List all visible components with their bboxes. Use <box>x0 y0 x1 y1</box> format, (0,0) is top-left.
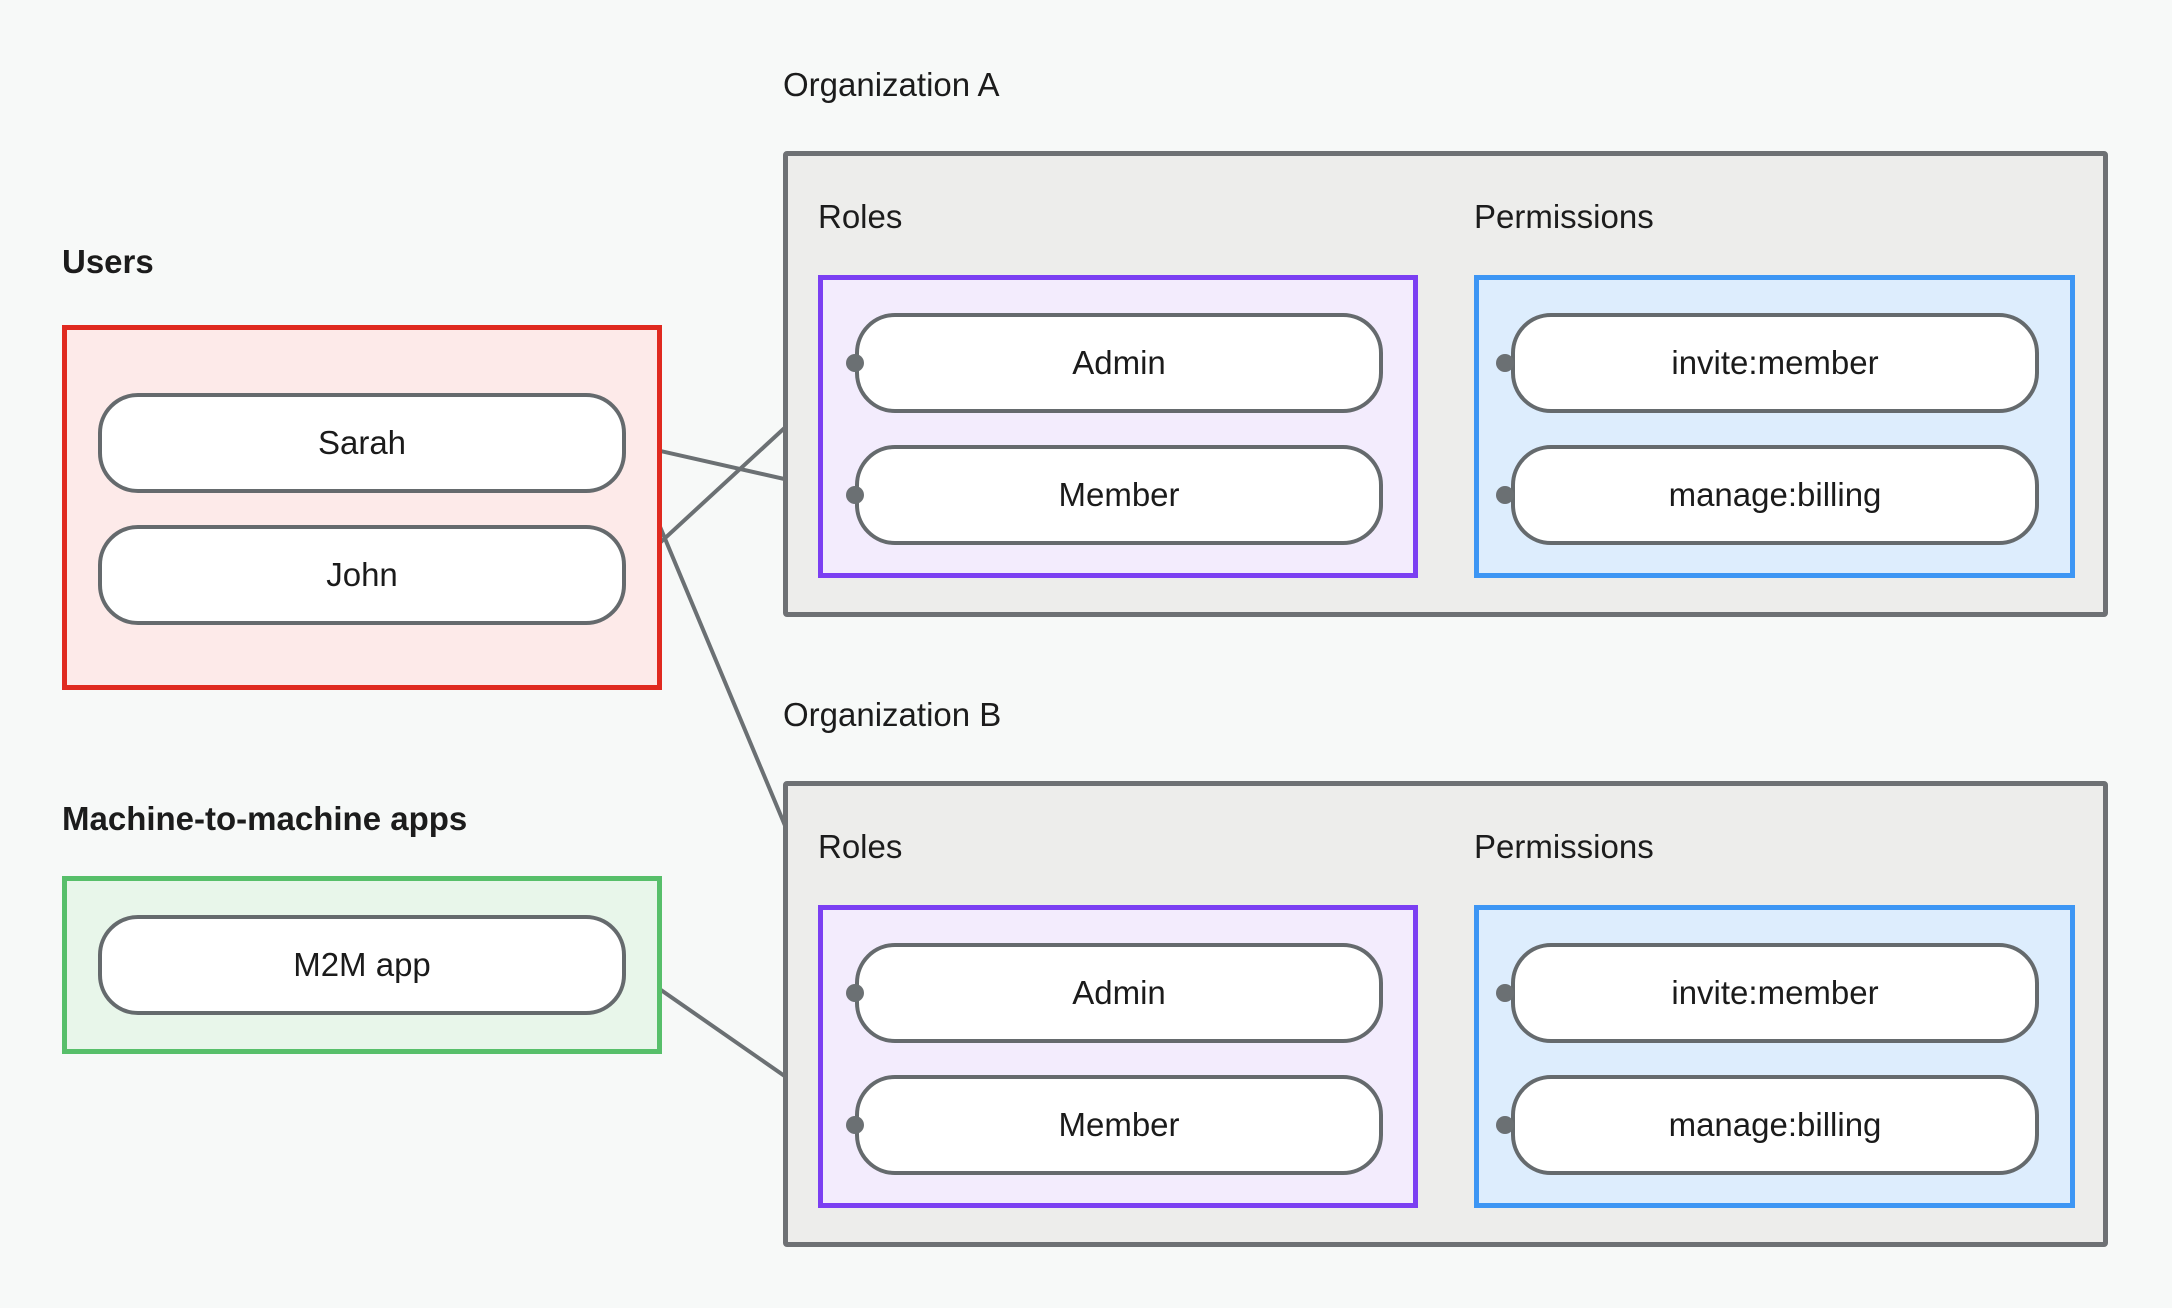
connector-dot-org-a-invite-member-in <box>1496 354 1514 372</box>
org-b-role-admin[interactable]: Admin <box>855 943 1383 1043</box>
org-a-role-admin[interactable]: Admin <box>855 313 1383 413</box>
user-node-sarah[interactable]: Sarah <box>98 393 626 493</box>
connector-dot-org-a-member-in <box>846 486 864 504</box>
org-b-permission-manage-billing[interactable]: manage:billing <box>1511 1075 2039 1175</box>
org-b-label: Organization B <box>783 696 1002 733</box>
connector-dot-org-b-admin-in <box>846 984 864 1002</box>
org-a-role-member[interactable]: Member <box>855 445 1383 545</box>
connector-dot-org-b-member-in <box>846 1116 864 1134</box>
org-a-roles-label: Roles <box>818 198 903 235</box>
m2m-node-app[interactable]: M2M app <box>98 915 626 1015</box>
connector-dot-org-a-admin-in <box>846 354 864 372</box>
user-node-john[interactable]: John <box>98 525 626 625</box>
connector-dot-org-b-manage-billing-in <box>1496 1116 1514 1134</box>
users-group-label: Users <box>62 243 154 280</box>
connector-dot-org-b-invite-member-in <box>1496 984 1514 1002</box>
org-a-permissions-label: Permissions <box>1474 198 1654 235</box>
org-b-permissions-label: Permissions <box>1474 828 1654 865</box>
org-a-label: Organization A <box>783 66 1000 103</box>
org-b-permission-invite-member[interactable]: invite:member <box>1511 943 2039 1043</box>
org-b-role-member[interactable]: Member <box>855 1075 1383 1175</box>
m2m-group-label: Machine-to-machine apps <box>62 800 468 837</box>
connector-dot-org-a-manage-billing-in <box>1496 486 1514 504</box>
users-container <box>62 325 662 690</box>
org-a-permission-manage-billing[interactable]: manage:billing <box>1511 445 2039 545</box>
org-b-roles-label: Roles <box>818 828 903 865</box>
org-a-permission-invite-member[interactable]: invite:member <box>1511 313 2039 413</box>
